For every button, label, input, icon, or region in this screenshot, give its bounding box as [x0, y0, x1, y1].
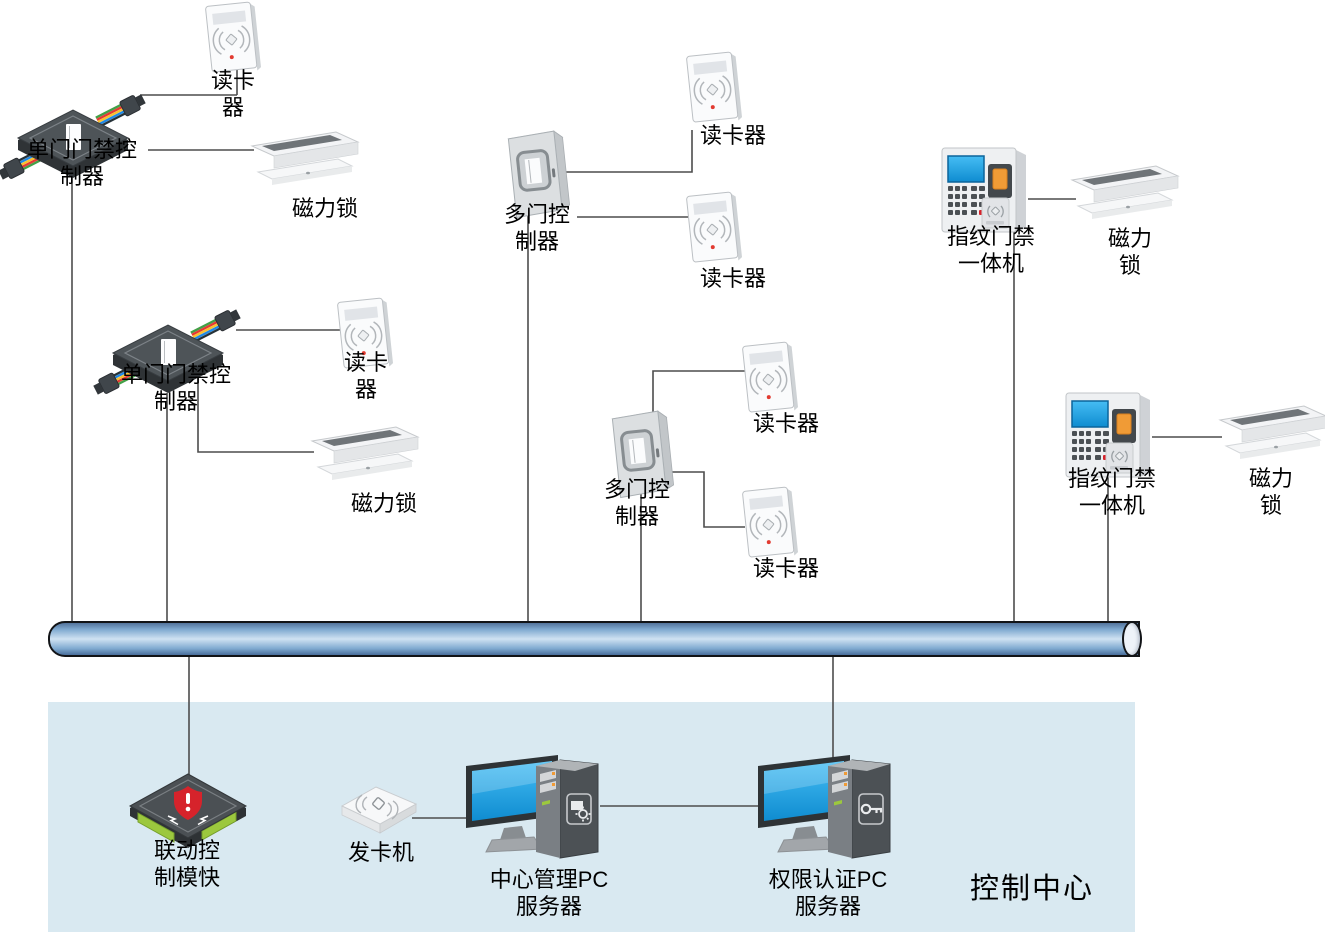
magnetic-lock-icon [1070, 160, 1182, 232]
label-linkage-module: 联动控 制模快 [153, 838, 221, 890]
card-reader-icon [684, 50, 742, 134]
label-magnetic-lock: 磁力锁 [350, 491, 418, 516]
pc-server-icon [756, 752, 896, 862]
label-fingerprint-terminal: 指纹门禁 一体机 [1067, 466, 1157, 518]
fingerprint-terminal-icon [938, 140, 1034, 236]
label-card-reader: 读卡器 [752, 556, 820, 581]
magnetic-lock-icon [1218, 400, 1325, 472]
label-card-reader: 读卡器 [699, 123, 767, 148]
zone-label: 控制中心 [969, 873, 1095, 905]
card-reader-icon [684, 190, 742, 274]
label-magnetic-lock: 磁力锁 [291, 196, 359, 221]
card-issuer-icon [336, 776, 422, 838]
label-card-reader: 读卡 器 [343, 350, 389, 402]
label-management-pc-server: 中心管理PC 服务器 [489, 867, 609, 919]
label-card-reader: 读卡器 [699, 266, 767, 291]
network-bus [48, 621, 1142, 657]
label-single-door-controller: 单门门禁控 制器 [120, 362, 232, 414]
label-card-reader: 读卡器 [752, 411, 820, 436]
label-card-reader: 读卡 器 [210, 68, 256, 120]
label-single-door-controller: 单门门禁控 制器 [26, 137, 138, 189]
label-magnetic-lock: 磁力 锁 [1248, 466, 1294, 518]
magnetic-lock-icon [310, 421, 422, 493]
label-magnetic-lock: 磁力 锁 [1107, 226, 1153, 278]
label-fingerprint-terminal: 指纹门禁 一体机 [946, 224, 1036, 276]
magnetic-lock-icon [250, 126, 362, 198]
label-auth-pc-server: 权限认证PC 服务器 [768, 867, 888, 919]
bus-end-cap [1122, 621, 1142, 657]
pc-server-icon [464, 752, 604, 862]
label-card-issuer: 发卡机 [347, 840, 415, 865]
label-multi-door-controller: 多门控 制器 [503, 202, 571, 254]
label-multi-door-controller: 多门控 制器 [603, 477, 671, 529]
